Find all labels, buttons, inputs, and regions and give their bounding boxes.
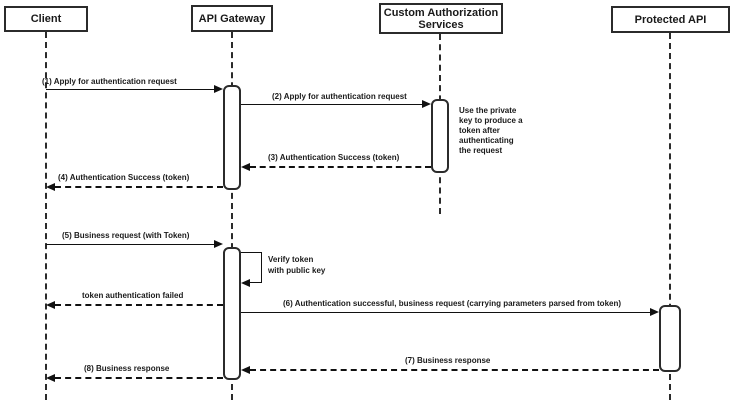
self-message-bottom-line bbox=[250, 282, 262, 283]
note-line: the request bbox=[459, 146, 503, 155]
message-3-line bbox=[250, 166, 431, 168]
message-4-label: (4) Authentication Success (token) bbox=[58, 173, 190, 182]
message-token-auth-failed-label: token authentication failed bbox=[82, 291, 184, 300]
actor-api-gateway: API Gateway bbox=[191, 5, 273, 32]
lifeline-client bbox=[45, 32, 47, 400]
activation-custom-authorization-services bbox=[431, 99, 449, 173]
actor-protected-api-label: Protected API bbox=[634, 13, 707, 26]
arrowhead-left-icon bbox=[241, 279, 250, 287]
lifeline-protected-api bbox=[669, 33, 671, 400]
arrowhead-right-icon bbox=[214, 240, 223, 248]
actor-api-gateway-label: API Gateway bbox=[198, 12, 266, 25]
message-token-auth-failed-line bbox=[55, 304, 223, 306]
message-5-line bbox=[46, 244, 214, 245]
message-3-label: (3) Authentication Success (token) bbox=[268, 153, 400, 162]
note-use-private-key: Use the private key to produce a token a… bbox=[459, 106, 523, 156]
message-7-label: (7) Business response bbox=[405, 356, 491, 365]
arrowhead-left-icon bbox=[241, 366, 250, 374]
note-line: authenticating bbox=[459, 136, 514, 145]
lifeline-api-gateway bbox=[231, 32, 233, 400]
arrowhead-left-icon bbox=[241, 163, 250, 171]
arrowhead-right-icon bbox=[650, 308, 659, 316]
actor-custom-authorization-services-label: Custom Authorization Services bbox=[383, 6, 499, 31]
note-line: key to produce a bbox=[459, 116, 523, 125]
actor-custom-authorization-services: Custom Authorization Services bbox=[379, 3, 503, 34]
message-8-line bbox=[55, 377, 223, 379]
self-message-label: Verify token with public key bbox=[268, 254, 325, 276]
message-5-label: (5) Business request (with Token) bbox=[62, 231, 190, 240]
message-1-label: (1) Apply for authentication request bbox=[42, 77, 177, 86]
message-8-label: (8) Business response bbox=[84, 364, 170, 373]
message-6-label: (6) Authentication successful, business … bbox=[283, 299, 622, 308]
self-message-label-line: Verify token bbox=[268, 255, 314, 264]
note-line: Use the private bbox=[459, 106, 517, 115]
message-4-line bbox=[55, 186, 223, 188]
self-message-vertical-line bbox=[261, 252, 262, 283]
message-6-line bbox=[241, 312, 650, 313]
self-message-label-line: with public key bbox=[268, 266, 326, 275]
arrowhead-right-icon bbox=[422, 100, 431, 108]
actor-protected-api: Protected API bbox=[611, 6, 730, 33]
message-2-line bbox=[241, 104, 422, 105]
arrowhead-left-icon bbox=[46, 183, 55, 191]
actor-client-label: Client bbox=[30, 13, 62, 25]
activation-protected-api bbox=[659, 305, 681, 372]
message-1-line bbox=[46, 89, 214, 90]
arrowhead-right-icon bbox=[214, 85, 223, 93]
self-message-top-line bbox=[241, 252, 262, 253]
arrowhead-left-icon bbox=[46, 374, 55, 382]
message-7-line bbox=[250, 369, 659, 371]
arrowhead-left-icon bbox=[46, 301, 55, 309]
note-line: token after bbox=[459, 126, 500, 135]
message-2-label: (2) Apply for authentication request bbox=[272, 92, 407, 101]
actor-client: Client bbox=[4, 6, 88, 32]
activation-api-gateway-auth bbox=[223, 85, 241, 190]
activation-api-gateway-business bbox=[223, 247, 241, 380]
